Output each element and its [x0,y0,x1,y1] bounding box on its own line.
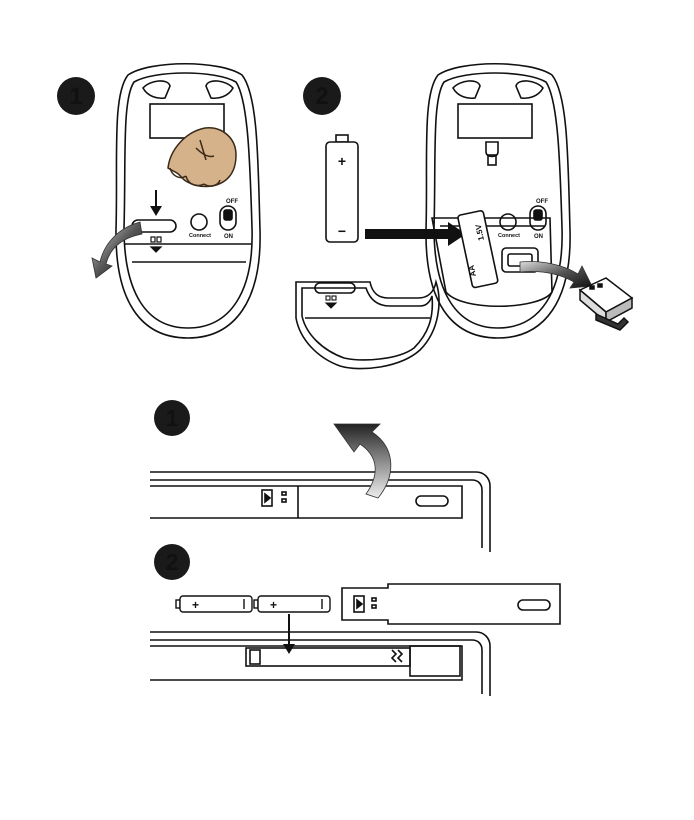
keyboard-step2-badge: 2 [154,544,190,580]
mouse1-on-label: ON [224,234,233,240]
keyboard-bottom-view-1 [150,472,490,552]
mouse-step2-badge: 2 [303,77,341,115]
keyboard-step1-number: 1 [166,405,179,431]
press-hand-icon [168,128,236,187]
mouse1-off-label: OFF [226,199,238,205]
mouse-step2-number: 2 [315,83,328,110]
mouse-bottom-view-1 [116,64,260,338]
mouse-step1-badge: 1 [57,77,95,115]
mouse2-off-label: OFF [536,199,548,205]
receiver-arrow-icon [520,262,592,289]
battery-cover [296,282,439,369]
keyboard-bottom-view-2 [150,632,490,696]
battery-minus-label: − [338,223,346,239]
keyboard-battery-cover [342,584,560,624]
keyboard-step1-badge: 1 [154,400,190,436]
kb-battery1-plus: + [192,598,199,612]
keyboard-battery-left [176,596,252,612]
mouse-bottom-view-2 [426,64,570,338]
mouse2-connect-label: Connect [498,233,520,239]
cover-unlock-icon [326,296,336,308]
mouse2-on-label: ON [534,234,543,240]
usb-receiver-icon [580,278,632,330]
keyboard-battery-right [254,596,330,612]
lift-arrow-icon [334,424,391,498]
keyboard-step2-number: 2 [166,549,179,575]
battery-plus-label: + [338,153,346,169]
mouse1-connect-label: Connect [189,233,211,239]
press-arrow-icon [150,190,162,216]
mouse-step1-number: 1 [69,83,82,110]
kb-battery2-plus: + [270,598,277,612]
